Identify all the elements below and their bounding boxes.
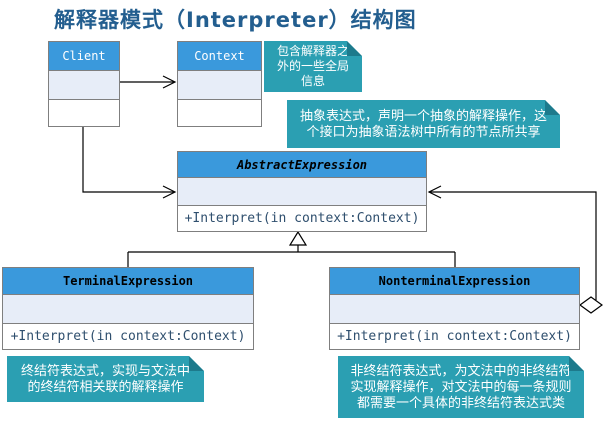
note-abstract-expression: 抽象表达式，声明一个抽象的解释操作，这 个接口为抽象语法树中所有的节点所共享	[287, 100, 560, 148]
class-methods-context	[178, 100, 261, 126]
arrowhead-aggregation	[427, 185, 442, 199]
edge-aggregation	[429, 191, 597, 300]
class-attrs-terminal-expression	[3, 295, 253, 324]
class-attrs-abstract-expression	[178, 178, 426, 206]
edge-inheritance	[127, 245, 456, 267]
edge-client-abstract	[82, 127, 174, 193]
note-nonterminal-expression-text: 非终结符表达式，为文法中的非终结符 实现解释操作，对文法中的每一条规则 都需要一…	[350, 363, 572, 410]
note-terminal-expression: 终结符表达式，实现与文法中 的终结符相关联的解释操作	[7, 356, 204, 402]
class-methods-abstract-expression: +Interpret(in context:Context)	[178, 206, 426, 231]
class-box-nonterminal-expression: NonterminalExpression +Interpret(in cont…	[329, 267, 580, 350]
class-name-abstract-expression: AbstractExpression	[178, 152, 426, 178]
class-name-client: Client	[49, 42, 119, 71]
class-box-context: Context	[177, 41, 262, 127]
class-box-abstract-expression: AbstractExpression +Interpret(in context…	[177, 151, 427, 232]
inheritance-triangle	[288, 230, 308, 246]
diagram-title: 解释器模式（Interpreter）结构图	[54, 8, 417, 32]
arrowhead-client-context	[162, 75, 177, 89]
class-name-terminal-expression: TerminalExpression	[3, 268, 253, 295]
note-context-text: 包含解释器之 外的一些全局 信息	[276, 44, 349, 88]
class-name-context: Context	[178, 42, 261, 71]
class-methods-client	[49, 100, 119, 126]
note-abstract-expression-text: 抽象表达式，声明一个抽象的解释操作，这 个接口为抽象语法树中所有的节点所共享	[299, 108, 547, 139]
class-methods-terminal-expression: +Interpret(in context:Context)	[3, 324, 253, 349]
class-attrs-context	[178, 71, 261, 100]
arrowhead-client-abstract	[162, 185, 177, 199]
class-attrs-client	[49, 71, 119, 100]
class-box-client: Client	[48, 41, 120, 127]
class-attrs-nonterminal-expression	[330, 295, 579, 324]
note-context: 包含解释器之 外的一些全局 信息	[264, 41, 362, 92]
aggregation-diamond	[578, 296, 603, 314]
class-name-nonterminal-expression: NonterminalExpression	[330, 268, 579, 295]
class-box-terminal-expression: TerminalExpression +Interpret(in context…	[2, 267, 254, 350]
class-methods-nonterminal-expression: +Interpret(in context:Context)	[330, 324, 579, 349]
note-nonterminal-expression: 非终结符表达式，为文法中的非终结符 实现解释操作，对文法中的每一条规则 都需要一…	[338, 356, 584, 418]
note-terminal-expression-text: 终结符表达式，实现与文法中 的终结符相关联的解释操作	[20, 363, 190, 394]
